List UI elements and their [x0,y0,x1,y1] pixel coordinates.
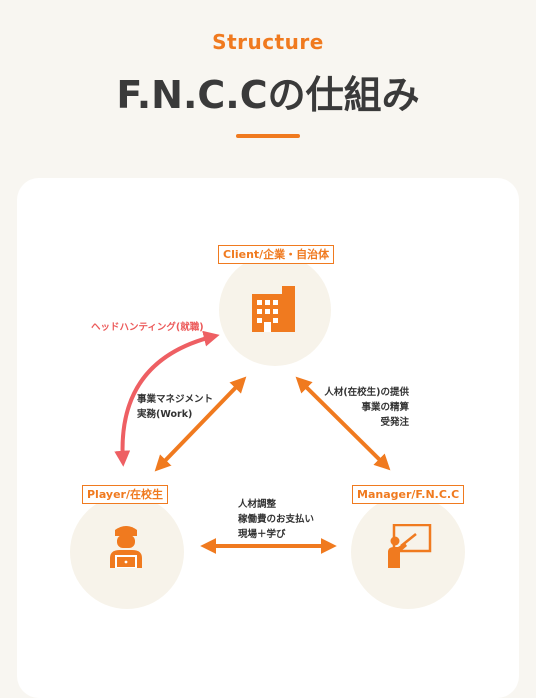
annotation-line: 人材(在校生)の提供 [324,387,409,398]
client-node-label: Client/企業・自治体 [218,245,335,264]
player-manager-annotation: 人材調整 稼働費のお支払い 現場＋学び [238,497,314,542]
annotation-line: 事業の精算 [361,402,409,413]
page-title: F.N.C.Cの仕組み [116,73,420,117]
title-underline [236,134,300,138]
annotation-line: 人材調整 [238,499,277,510]
relationship-arrows [114,330,391,554]
client-manager-annotation: 人材(在校生)の提供 事業の精算 受発注 [324,385,409,430]
annotation-line: 稼働費のお支払い [238,514,315,525]
manager-node-label: Manager/F.N.C.C [352,485,465,504]
teacher-board-icon [388,524,432,568]
annotation-line: 受発注 [380,417,409,428]
annotation-line: 事業マネジメント [137,394,214,405]
headhunting-label: ヘッドハンティング(就職) [91,322,204,333]
player-client-annotation: 事業マネジメント 実務(Work) [137,392,213,422]
annotation-line: 実務(Work) [137,409,193,420]
player-node-label: Player/在校生 [82,485,168,504]
annotation-line: 現場＋学び [238,529,286,540]
arrow-client-manager [295,376,391,471]
student-laptop-icon [110,526,142,568]
arrow-headhunting [114,330,220,467]
section-eyebrow: Structure [212,30,324,54]
building-icon [252,286,295,332]
